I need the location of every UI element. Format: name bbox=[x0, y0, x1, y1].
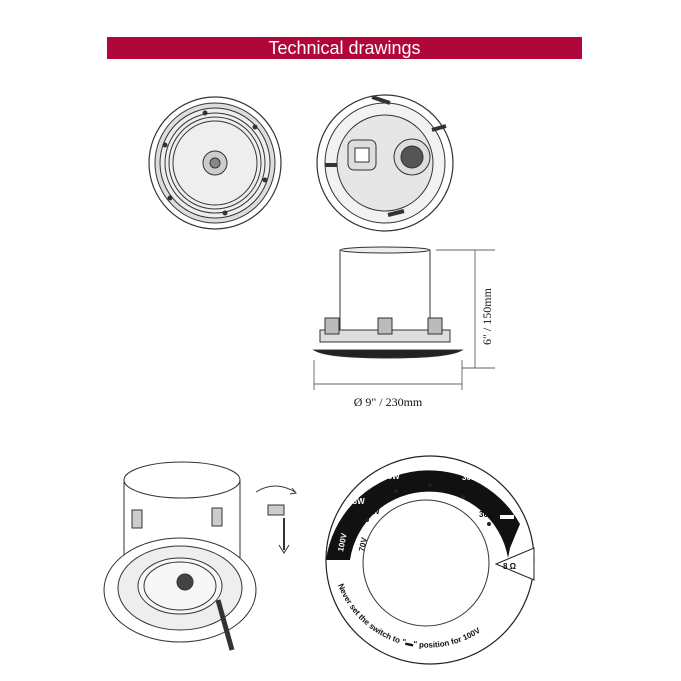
outer-watt-label: 15W bbox=[422, 462, 439, 471]
inner-watt-label: 1.9W bbox=[361, 507, 380, 516]
impedance-label: 8 Ω bbox=[503, 562, 517, 571]
outer-watt-label: 30W bbox=[462, 473, 479, 482]
power-tap-dial bbox=[325, 455, 535, 665]
dial-100v-label: 100V bbox=[336, 532, 349, 553]
outer-watt-label: 7.5W bbox=[381, 472, 400, 481]
speaker-side-view bbox=[312, 246, 495, 390]
section-title-banner: Technical drawings bbox=[107, 37, 582, 59]
dial-70v-label: 70V bbox=[357, 536, 369, 552]
speaker-front-view bbox=[148, 96, 282, 230]
inner-watt-label: 7.5W bbox=[421, 476, 440, 485]
speaker-back-view bbox=[316, 94, 454, 232]
inner-watt-label: 30W bbox=[479, 510, 496, 519]
outer-watt-label: 3.8W bbox=[346, 497, 365, 506]
diameter-dimension-label: Ø 9" / 230mm bbox=[354, 395, 423, 409]
height-dimension-label: 6" / 150mm bbox=[480, 287, 494, 345]
inner-watt-label: 15W bbox=[454, 486, 471, 495]
inner-watt-label: 3.8W bbox=[389, 483, 408, 492]
installation-illustration bbox=[103, 461, 297, 651]
